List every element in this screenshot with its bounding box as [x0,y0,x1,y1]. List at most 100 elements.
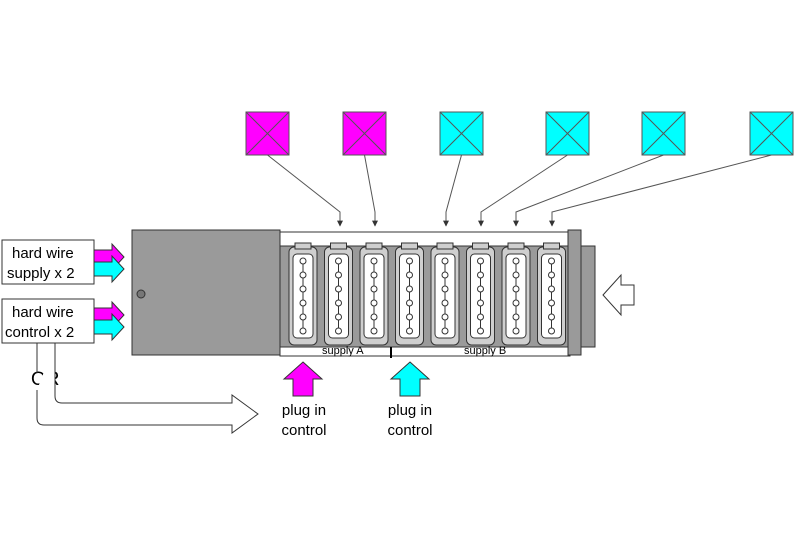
pin-icon [548,327,555,335]
cyan-arrow-icon [93,254,125,284]
pin-icon [299,313,307,321]
pin-icon [477,285,484,293]
supply-b-label: supply B [464,345,506,357]
supply-label-line2: supply x 2 [7,265,75,282]
pin-icon [512,285,520,293]
pin-icon [335,299,342,307]
pin-icon [406,327,413,335]
socket-latch [472,242,489,250]
pin-icon [477,299,484,307]
pin-icon [370,257,378,265]
pin-icon [370,327,378,335]
load-box-cyan [439,111,484,156]
load-box-magenta [342,111,387,156]
pin-icon [548,271,555,279]
pin-icon [370,313,378,321]
pin-icon [441,313,449,321]
plug-label-line1: plug in [282,402,326,419]
pin-icon [477,327,484,335]
cyan-arrow-icon [93,312,125,342]
pin-icon [441,285,449,293]
pin-icon [548,299,555,307]
load-box-magenta [245,111,290,156]
leader-line [364,154,378,227]
top-rail [279,231,571,247]
hard-wire-control-input: hard wire control x 2 [1,298,125,344]
leader-line [478,154,568,227]
cross-line [545,111,590,156]
connector-socket [501,242,531,346]
connector-socket [288,242,318,346]
pin-icon [406,285,413,293]
leader-line [443,154,462,227]
pin-icon [299,299,307,307]
pin-icon [441,299,449,307]
pin-icon [370,299,378,307]
socket-latch [330,242,347,250]
pin-icon [406,257,413,265]
pin-icon [335,271,342,279]
insert-arrow-icon [602,273,635,317]
load-box-cyan [749,111,794,156]
pin-icon [335,313,342,321]
unit-left-housing [131,229,281,356]
pin-icon [406,271,413,279]
pin-icon [477,257,484,265]
leader-line [513,154,664,227]
socket-latch [294,242,312,250]
pin-icon [441,271,449,279]
end-plate [567,229,582,356]
pin-icon [299,327,307,335]
magenta-up-arrow-icon [282,361,324,397]
pin-icon [370,271,378,279]
pin-icon [548,285,555,293]
control-label-line1: hard wire [12,304,74,321]
pin-icon [441,257,449,265]
pin-icon [335,257,342,265]
connector-sockets [288,242,566,346]
pin-icon [406,313,413,321]
socket-latch [401,242,418,250]
pin-icon [477,271,484,279]
socket-latch [365,242,383,250]
leader-line [549,154,772,227]
load-boxes [245,111,794,156]
control-label-line2: control x 2 [5,324,74,341]
pin-icon [335,285,342,293]
pin-icon [299,285,307,293]
connector-socket [359,242,389,346]
hard-wire-supply-input: hard wire supply x 2 [1,239,125,285]
cross-line [245,111,290,156]
pin-icon [512,271,520,279]
cross-line [439,111,484,156]
load-box-cyan [545,111,590,156]
pin-icon [548,313,555,321]
socket-latch [436,242,454,250]
plug-in-control-cyan: plug in control [387,361,433,439]
pin-icon [335,327,342,335]
connector-socket [430,242,460,346]
pin-icon [512,257,520,265]
pin-icon [548,257,555,265]
control-box [1,298,95,344]
pin-icon [370,285,378,293]
plug-in-control-magenta: plug in control [281,361,327,439]
pin-icon [512,327,520,335]
pin-icon [299,257,307,265]
cross-line [342,111,387,156]
connector-socket [395,242,424,346]
screw-icon [136,289,146,299]
cross-line [641,111,686,156]
pin-icon [512,313,520,321]
end-cap [580,245,596,348]
load-box-cyan [641,111,686,156]
socket-latch [507,242,525,250]
supply-a-label: supply A [322,345,364,357]
pin-icon [477,313,484,321]
connector-socket [324,242,353,346]
plug-in-alternative-arrow-icon [36,343,259,434]
cyan-up-arrow-icon [389,361,431,397]
connector-socket [466,242,495,346]
plug-label-line2: control [387,422,432,439]
